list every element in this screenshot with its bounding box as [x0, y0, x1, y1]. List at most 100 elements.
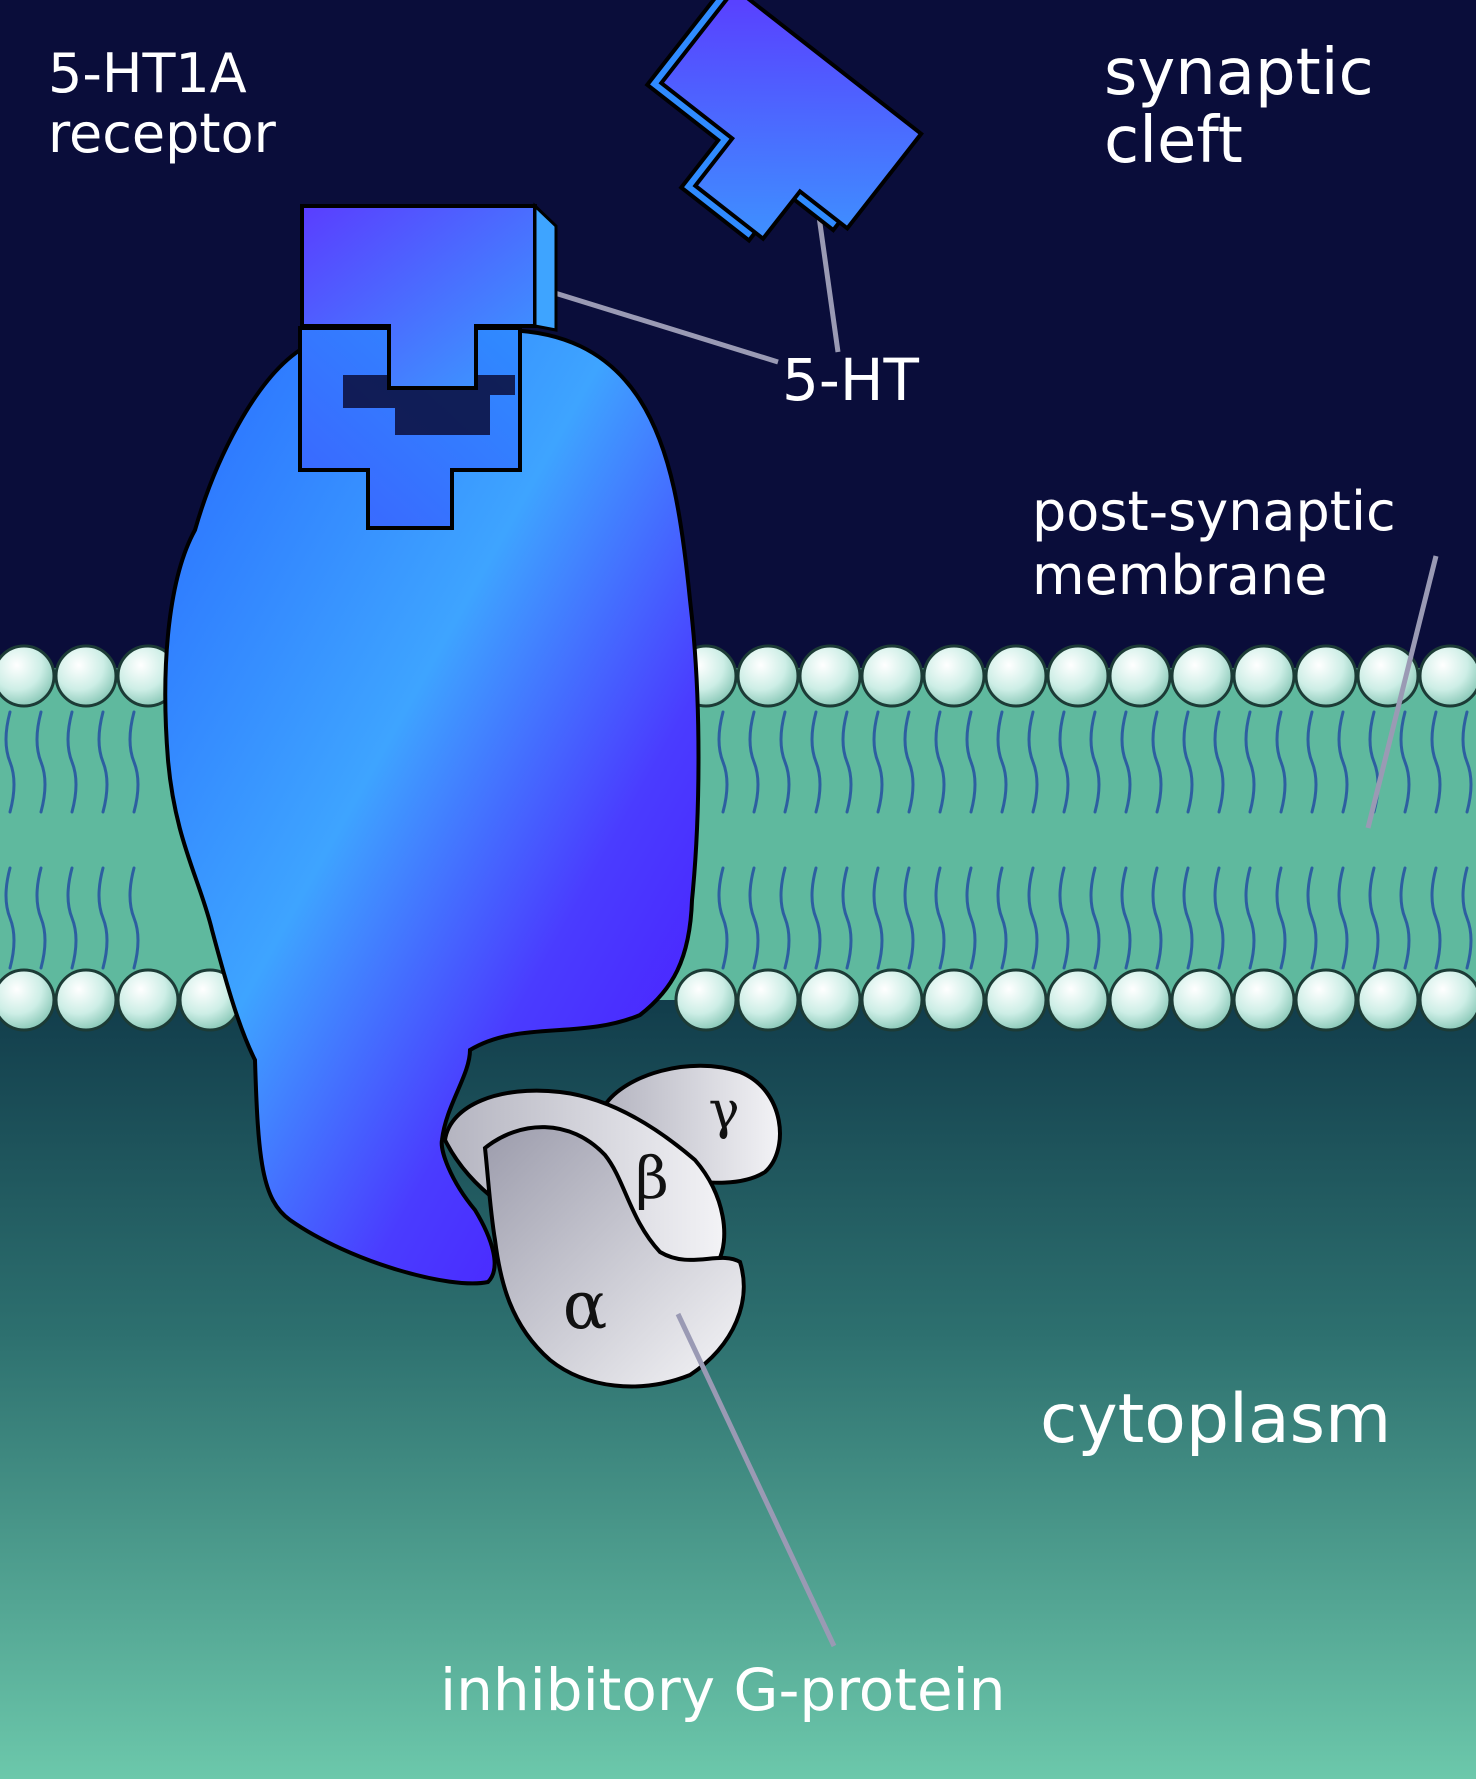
lipid-tail [1399, 866, 1411, 970]
lipid-head [860, 968, 924, 1032]
lipid-tail [1213, 710, 1225, 814]
lipid-head [0, 644, 56, 708]
lipid-tail [748, 866, 760, 970]
lipid-tail [4, 710, 16, 814]
lipid-head [736, 968, 800, 1032]
lipid-tail [35, 866, 47, 970]
free-5ht-ligand [644, 0, 924, 244]
lipid-tail [66, 866, 78, 970]
lipid-tail [1368, 866, 1380, 970]
synaptic-cleft-line1: synaptic [1104, 36, 1374, 110]
lipid-tail [934, 710, 946, 814]
lipid-tail [1337, 866, 1349, 970]
lipid-head [1418, 968, 1476, 1032]
bound-5ht-ligand [298, 202, 558, 530]
lipid-head [1232, 644, 1296, 708]
lipid-tail [1027, 866, 1039, 970]
lipid-head [54, 644, 118, 708]
lipid-head [54, 968, 118, 1032]
receptor-label-line1: 5-HT1A [48, 42, 247, 105]
lipid-tail [748, 710, 760, 814]
lipid-head [798, 644, 862, 708]
lipid-tail [934, 866, 946, 970]
membrane-label-line1: post-synaptic [1032, 480, 1396, 543]
lipid-tail [717, 710, 729, 814]
lipid-tail [779, 710, 791, 814]
lipid-tail [1120, 866, 1132, 970]
lipid-heads-outer-leaflet [0, 644, 1476, 708]
gamma-symbol: γ [708, 1081, 739, 1141]
synaptic-cleft-line2: cleft [1104, 103, 1243, 178]
lipid-heads-inner-leaflet [0, 968, 1476, 1032]
lipid-tail [128, 866, 140, 970]
lipid-head [1108, 644, 1172, 708]
lipid-head [1170, 968, 1234, 1032]
lipid-tail [717, 866, 729, 970]
lipid-tail [996, 710, 1008, 814]
lipid-tail [841, 866, 853, 970]
membrane-label: post-synaptic membrane [1032, 480, 1396, 607]
gprotein-label: inhibitory G-protein [440, 1656, 1006, 1724]
lipid-tail [1337, 710, 1349, 814]
lipid-head [0, 968, 56, 1032]
leader-line-membrane [1365, 555, 1439, 829]
lipid-tail [1089, 710, 1101, 814]
lipid-tail [97, 866, 109, 970]
lipid-tail [1306, 866, 1318, 970]
lipid-tail [1027, 710, 1039, 814]
lipid-tail [1430, 866, 1442, 970]
lipid-tail [810, 866, 822, 970]
lipid-tail [66, 710, 78, 814]
lipid-tail [1275, 866, 1287, 970]
lipid-head [1170, 644, 1234, 708]
lipid-tail [35, 710, 47, 814]
membrane-label-line2: membrane [1032, 543, 1328, 607]
lipid-head [1046, 644, 1110, 708]
lipid-tail [903, 866, 915, 970]
beta-symbol: β [635, 1144, 669, 1212]
lipid-tail [1399, 710, 1411, 814]
lipid-tail [965, 866, 977, 970]
lipid-tail [1461, 710, 1473, 814]
lipid-tail [1275, 710, 1287, 814]
synaptic-cleft-label: synaptic cleft [1104, 36, 1374, 178]
lipid-tail [1089, 866, 1101, 970]
lipid-head [674, 968, 738, 1032]
lipid-tail [1430, 710, 1442, 814]
lipid-head [1046, 968, 1110, 1032]
lipid-tail [97, 710, 109, 814]
lipid-tail [1058, 710, 1070, 814]
lipid-tail [965, 710, 977, 814]
lipid-tail [128, 710, 140, 814]
cytoplasm-label: cytoplasm [1040, 1380, 1392, 1459]
lipid-tail [996, 866, 1008, 970]
lipid-tail [903, 710, 915, 814]
lipid-tail [1244, 710, 1256, 814]
alpha-symbol: α [563, 1267, 608, 1344]
lipid-tail [872, 710, 884, 814]
lipid-tails [4, 710, 1473, 970]
lipid-head [1294, 644, 1358, 708]
ligand-label: 5-HT [782, 346, 919, 414]
lipid-head [922, 644, 986, 708]
lipid-tail [1182, 710, 1194, 814]
lipid-tail [1058, 866, 1070, 970]
lipid-tail [1182, 866, 1194, 970]
lipid-head [1294, 968, 1358, 1032]
lipid-tail [872, 866, 884, 970]
lipid-head [922, 968, 986, 1032]
lipid-tail [1120, 710, 1132, 814]
lipid-head [736, 644, 800, 708]
lipid-tail [1213, 866, 1225, 970]
lipid-head [984, 968, 1048, 1032]
receptor-label-line2: receptor [48, 102, 276, 166]
lipid-head [116, 968, 180, 1032]
lipid-tail [1151, 710, 1163, 814]
receptor-label: 5-HT1A receptor [48, 42, 276, 166]
lipid-head [1418, 644, 1476, 708]
lipid-head [860, 644, 924, 708]
lipid-tail [1461, 866, 1473, 970]
lipid-tail [810, 710, 822, 814]
